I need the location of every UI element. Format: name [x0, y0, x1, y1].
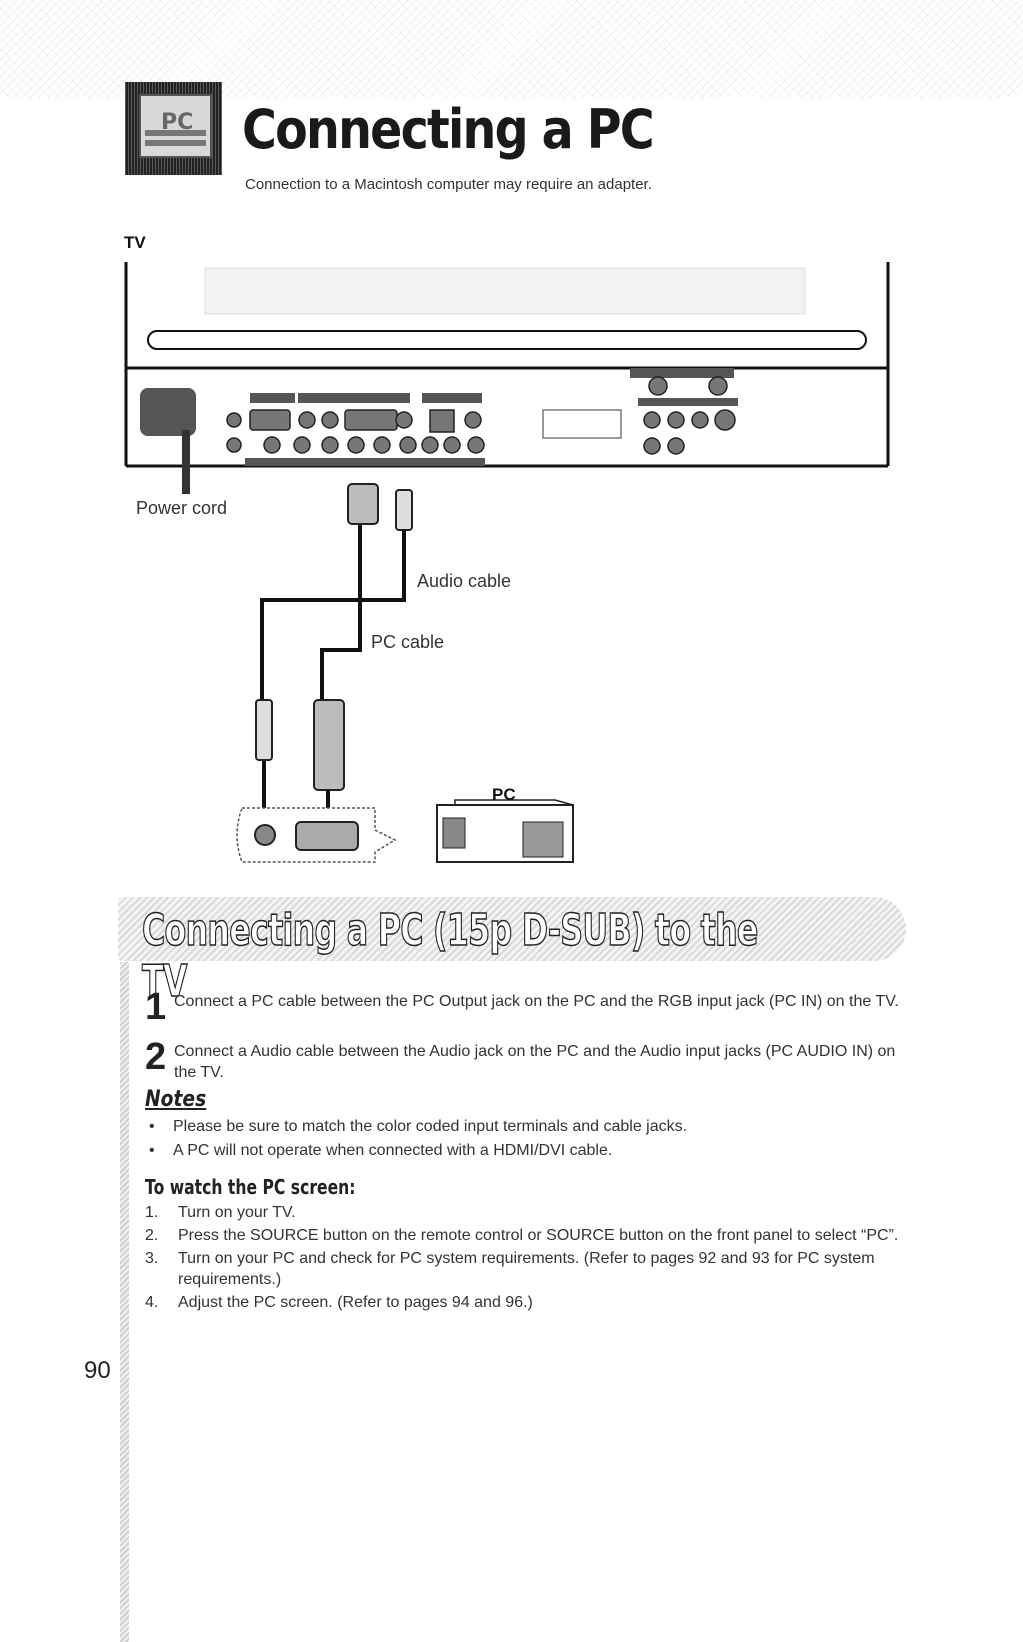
tv-bezel-bar — [147, 330, 867, 350]
step-number: 1 — [145, 986, 167, 1028]
watch-step-text: Press the SOURCE button on the remote co… — [178, 1227, 899, 1244]
pc-badge-text: PC — [161, 110, 194, 135]
jack-panel-3 — [422, 393, 482, 403]
note-text: Please be sure to match the color coded … — [173, 1118, 688, 1135]
pc-cable — [320, 524, 362, 700]
page-number: 90 — [84, 1357, 111, 1384]
page-subtitle: Connection to a Macintosh computer may r… — [245, 176, 652, 193]
jack-panel-2 — [298, 393, 410, 403]
watch-steps-list: 1. Turn on your TV. 2. Press the SOURCE bu… — [145, 1202, 905, 1315]
pc-audio-jack — [254, 824, 276, 846]
notes-list: • Please be sure to match the color coded… — [145, 1115, 905, 1163]
note-item: • Please be sure to match the color coded… — [145, 1115, 905, 1139]
watch-step: 2. Press the SOURCE button on the remote … — [145, 1225, 905, 1246]
audio-connector-top — [395, 489, 413, 531]
page-title: Connecting a PC — [242, 98, 655, 161]
watch-step-text: Turn on your TV. — [178, 1204, 296, 1221]
audio-cable-label: Audio cable — [417, 571, 512, 591]
jacks-row-1 — [226, 409, 482, 433]
top-decorative-band — [0, 0, 1023, 98]
notes-title: Notes — [145, 1087, 207, 1112]
audio-cable — [260, 530, 406, 700]
tv-label: TV — [124, 233, 146, 252]
pc-cable-label: PC cable — [371, 632, 445, 652]
jack-panel-1 — [250, 393, 295, 403]
pc-icon: PC — [125, 82, 222, 175]
pc-label: PC — [492, 785, 516, 804]
watch-step: 1. Turn on your TV. — [145, 1202, 905, 1223]
power-cord-line — [182, 430, 190, 494]
watch-step: 4. Adjust the PC screen. (Refer to pages … — [145, 1292, 905, 1313]
watch-step-text: Turn on your PC and check for PC system … — [178, 1250, 875, 1288]
tv-speaker-grille — [204, 267, 806, 315]
jacks-row-2 — [226, 436, 485, 454]
card-slot — [542, 409, 622, 439]
jack-panel-4 — [245, 458, 485, 466]
watch-step-number: 4. — [145, 1294, 159, 1311]
pc-dsub-jack — [295, 821, 359, 851]
watch-step-number: 1. — [145, 1204, 159, 1221]
note-text: A PC will not operate when connected wit… — [173, 1142, 613, 1159]
watch-step-number: 3. — [145, 1250, 159, 1267]
step-text: Connect a PC cable between the PC Output… — [174, 993, 899, 1010]
pc-cable-connector-bottom — [313, 699, 345, 791]
section-title: Connecting a PC (15p D-SUB) to the TV — [141, 904, 759, 1008]
power-plug — [140, 388, 196, 436]
right-jack-cluster — [630, 368, 738, 455]
note-item: • A PC will not operate when connected wi… — [145, 1139, 905, 1163]
watch-title: To watch the PC screen: — [145, 1175, 356, 1199]
watch-step: 3. Turn on your PC and check for PC syste… — [145, 1248, 905, 1290]
audio-connector-bottom — [255, 699, 273, 761]
bullet: • — [149, 1118, 155, 1135]
section-banner — [118, 897, 906, 961]
step-number: 2 — [145, 1036, 167, 1078]
pc-cable-connector-top — [347, 483, 379, 525]
pc-badge-panel: PC — [139, 94, 212, 158]
section-left-rule — [120, 962, 129, 1642]
power-cord-label: Power cord — [136, 498, 228, 518]
bullet: • — [149, 1142, 155, 1159]
connection-diagram — [124, 262, 890, 863]
watch-step-text: Adjust the PC screen. (Refer to pages 94… — [178, 1294, 533, 1311]
watch-step-number: 2. — [145, 1227, 159, 1244]
step-text: Connect a Audio cable between the Audio … — [174, 1043, 896, 1081]
